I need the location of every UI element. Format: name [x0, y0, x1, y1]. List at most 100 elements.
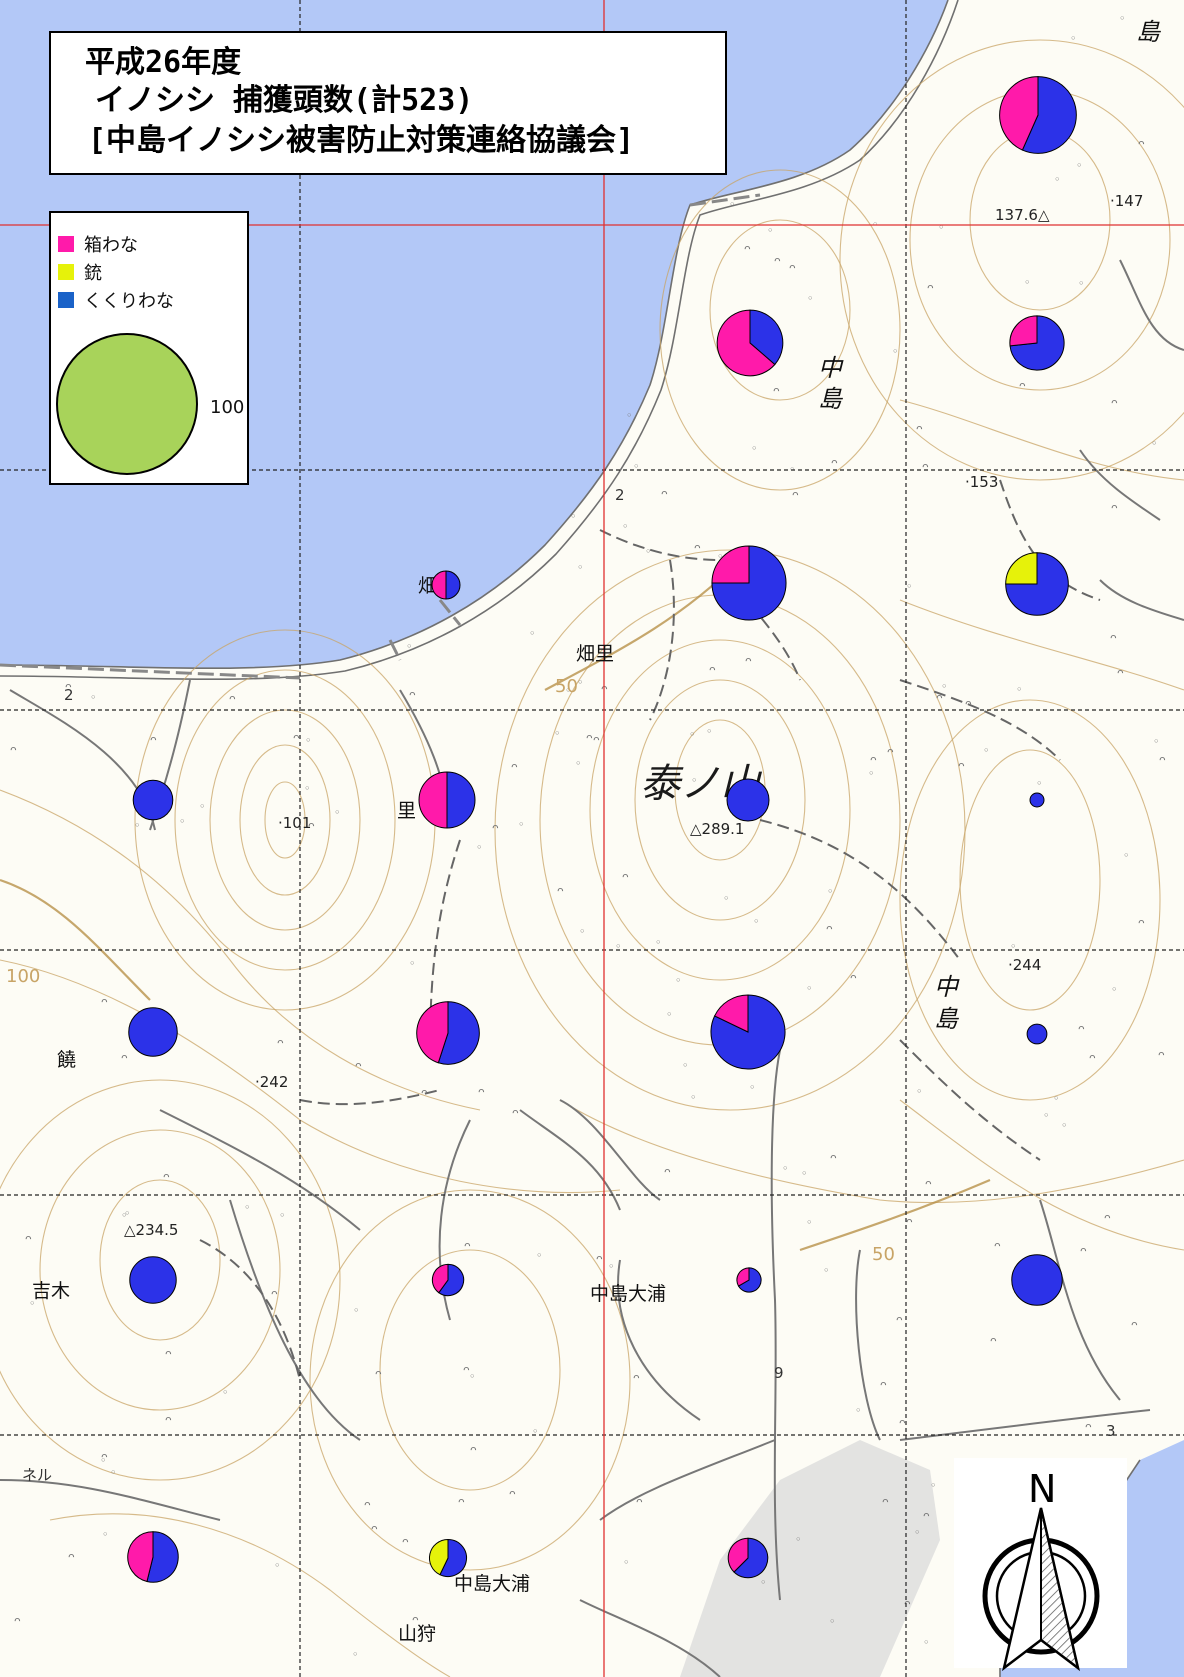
tree-symbol: ◦ [782, 1162, 789, 1175]
town-area [680, 1440, 940, 1677]
pie-slice-snare [132, 779, 174, 821]
tree-symbol: ᴖ [1159, 753, 1166, 766]
tree-symbol: ᴖ [163, 1170, 170, 1183]
tree-symbol: ◦ [689, 728, 696, 741]
tree-symbol: ◦ [102, 1528, 109, 1541]
tree-symbol: ᴖ [121, 1051, 128, 1064]
tree-symbol: ◦ [633, 460, 640, 473]
contour-lines [0, 39, 1184, 1677]
tree-symbol: ᴖ [512, 1106, 519, 1119]
tree-symbol: ᴖ [792, 488, 799, 501]
road-number-3: 3 [1106, 1422, 1116, 1440]
capture-pie [1026, 1023, 1048, 1045]
road-number-9: 9 [774, 1364, 784, 1382]
tree-symbol: ᴖ [633, 1371, 640, 1384]
tree-symbol: ᴖ [509, 1487, 516, 1500]
tree-symbol: ◦ [1053, 1092, 1060, 1105]
tree-symbol: ◦ [1151, 437, 1158, 450]
tree-symbol: ᴖ [463, 1363, 470, 1376]
capture-pie [726, 778, 770, 822]
legend-swatch-snare [58, 292, 74, 308]
pie-slice-snare [438, 1263, 465, 1297]
tree-symbol: ᴖ [101, 995, 108, 1008]
capture-pie [716, 309, 784, 377]
tree-symbol: ◦ [244, 1201, 251, 1214]
tree-symbol: ◦ [801, 1167, 808, 1180]
tree-symbol: ᴖ [664, 1165, 671, 1178]
pie-slice-box [727, 1537, 749, 1573]
tree-symbol: ᴖ [165, 1413, 172, 1426]
tree-symbol: ◦ [751, 442, 758, 455]
capture-pie [727, 1537, 769, 1579]
tree-symbol: ◦ [892, 345, 899, 358]
pie-slice-snare [749, 309, 784, 366]
capture-pie [431, 570, 461, 600]
tree-symbol: ᴖ [492, 821, 499, 834]
tree-symbol: ◦ [914, 1526, 921, 1539]
tree-symbol: ◦ [124, 1207, 131, 1220]
pie-slice-snare [1011, 1254, 1063, 1306]
tree-symbol: ◦ [518, 818, 525, 831]
road-number-labels: 2 2 9 3 [64, 486, 1116, 1440]
tree-symbol: ᴖ [511, 760, 518, 773]
tree-symbol: ◦ [1111, 983, 1118, 996]
tree-symbol: ᴖ [896, 1313, 903, 1326]
tree-symbol: ᴖ [409, 688, 416, 701]
elevation-234: △234.5 [124, 1221, 178, 1239]
pie-slice-box [716, 309, 776, 377]
pie-slice-snare [1026, 1023, 1048, 1045]
tree-symbol: ◦ [100, 1454, 107, 1467]
pie-slice-snare [1029, 792, 1045, 808]
capture-pie [710, 994, 786, 1070]
tree-symbol: ◦ [352, 1648, 359, 1661]
pie-slice-box [431, 1263, 449, 1294]
tree-symbol: ᴖ [65, 680, 72, 693]
pie-slice-snare [445, 570, 461, 600]
tree-symbol: ◦ [729, 198, 736, 211]
tree-symbol: ᴖ [1019, 379, 1026, 392]
tree-symbol: ◦ [675, 974, 682, 987]
capture-pie [132, 779, 174, 821]
tree-symbol: ◦ [222, 1386, 229, 1399]
legend-size-value: 100 [210, 397, 244, 418]
pie-slice-snare [1021, 76, 1077, 154]
tree-symbol: ᴖ [927, 281, 934, 294]
label-hatake-sato-area: 畑里 [576, 643, 614, 665]
pie-slice-snare [446, 771, 476, 829]
tree-symbol: ◦ [623, 1556, 630, 1569]
tree-symbol: ◦ [476, 841, 483, 854]
tree-symbol: ᴖ [1131, 1318, 1138, 1331]
tree-symbol: ◦ [622, 520, 629, 533]
capture-pie [418, 771, 476, 829]
tree-symbol: ◦ [1036, 777, 1043, 790]
label-nakajima-north-2: 島 [818, 385, 844, 413]
pie-slice-box [711, 545, 750, 584]
tree-symbol: ᴖ [636, 1495, 643, 1508]
tree-symbol: ◦ [717, 550, 724, 563]
tree-symbol: ◦ [767, 224, 774, 237]
tree-symbol: ◦ [868, 767, 875, 780]
contour-value-50-a: 50 [555, 676, 578, 697]
tree-symbol: ◦ [1076, 159, 1083, 172]
tree-symbol: ᴖ [557, 884, 564, 897]
label-sato: 里 [397, 800, 416, 822]
tree-symbol: ᴖ [906, 1215, 913, 1228]
tree-symbol: ᴖ [773, 384, 780, 397]
pie-slice-snare [711, 545, 787, 621]
tree-symbol: ◦ [1024, 276, 1031, 289]
tree-symbol: ◦ [645, 545, 652, 558]
pie-slice-box [416, 1001, 449, 1064]
tree-symbol: ᴖ [68, 1550, 75, 1563]
tree-symbol: ᴖ [774, 254, 781, 267]
capture-pie [416, 1001, 480, 1065]
capture-pie [1005, 552, 1069, 616]
tree-symbol: ◦ [554, 727, 561, 740]
tree-symbol: ◦ [827, 885, 834, 898]
road-number-2-b: 2 [64, 686, 74, 704]
capture-pie [127, 1531, 179, 1583]
tree-symbol: ᴖ [375, 1367, 382, 1380]
tree-symbol: ᴖ [1138, 916, 1145, 929]
tree-symbol: ◦ [134, 819, 141, 832]
tree-symbol: ◦ [406, 640, 413, 653]
tree-symbol: ◦ [906, 580, 913, 593]
